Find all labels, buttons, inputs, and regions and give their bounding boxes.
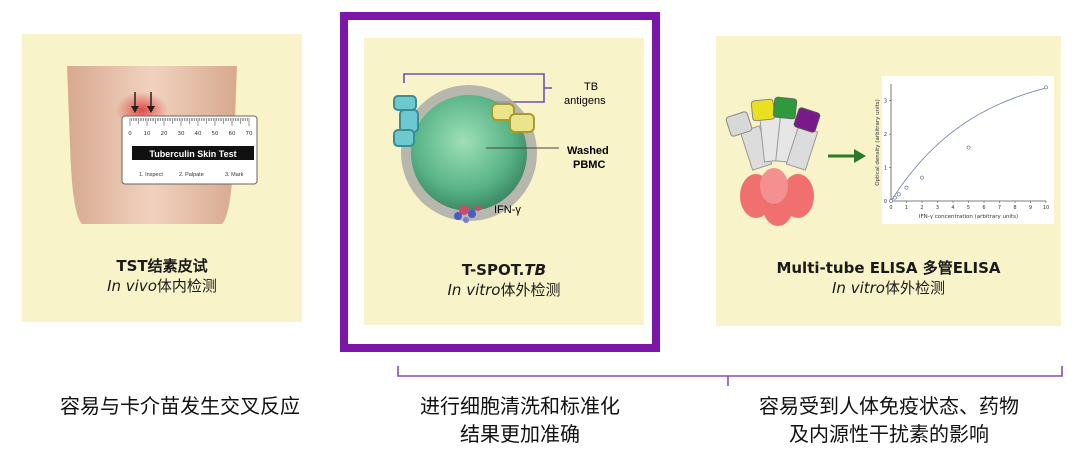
panel-tspot-title-italic: TB [524, 261, 547, 279]
x-tick-label: 8 [1013, 205, 1016, 211]
panel-tst-subtitle: 体内检测 [156, 277, 217, 295]
y-tick-label: 1 [884, 166, 887, 172]
x-tick-label: 10 [1043, 205, 1049, 211]
ruler-number: 70 [246, 131, 253, 137]
ruler-numbers: 0 10 20 30 40 50 60 70 [128, 131, 253, 137]
panel-tst-caption: TST结素皮试 In vivo体内检测 [22, 256, 302, 296]
ruler-number: 50 [212, 131, 219, 137]
ruler-number: 30 [178, 131, 185, 137]
x-tick-label: 2 [920, 205, 923, 211]
label-ifn: IFN-γ [494, 204, 521, 216]
x-tick-label: 9 [1029, 205, 1032, 211]
y-tick-label: 0 [884, 199, 887, 205]
x-tick-label: 3 [936, 205, 939, 211]
arrow-icon [131, 92, 155, 113]
elisa-tubes [725, 96, 821, 226]
label-tb: TB [584, 81, 598, 93]
y-tick-label: 2 [884, 132, 887, 138]
highlight-frame [340, 12, 660, 352]
bottom-text-tspot-line-2: 结果更加准确 [460, 422, 580, 446]
data-point [904, 185, 909, 190]
pbmc-cell [411, 95, 527, 211]
label-antigens: antigens [564, 95, 606, 107]
data-point [1044, 85, 1048, 90]
arrow-right-icon [828, 149, 866, 163]
data-point [966, 145, 971, 150]
x-tick-label: 4 [951, 205, 954, 211]
panel-tspot-subtitle: 体外检测 [500, 281, 561, 299]
yellow-antigen [491, 103, 535, 133]
chart-background [882, 76, 1054, 224]
ruler-step-1: 1. Inspect [139, 172, 163, 178]
ruler-number: 20 [161, 131, 168, 137]
panel-elisa-subtitle: 体外检测 [884, 279, 945, 297]
panel-tspot-caption: T-SPOT.TB In vitro体外检测 [364, 260, 644, 300]
bottom-text-tst: 容易与卡介苗发生交叉反应 [0, 392, 360, 420]
bottom-text-elisa-line-1: 容易受到人体免疫状态、药物 [759, 394, 1019, 418]
ruler-step-2: 2. Palpate [179, 172, 204, 178]
panel-elisa-caption: Multi-tube ELISA 多管ELISA In vitro体外检测 [716, 258, 1061, 298]
x-tick-label: 7 [998, 205, 1001, 211]
ruler-number: 0 [128, 131, 132, 137]
label-pbmc: PBMC [573, 159, 605, 171]
data-point [920, 175, 924, 180]
panel-tst-title: TST结素皮试 [116, 257, 208, 275]
panel-tspot: TB antigens Washed PBMC IFN-γ T-SPOT.TB … [364, 38, 644, 325]
y-axis-label: Optical density (arbitrary units) [875, 99, 881, 186]
bottom-text-elisa: 容易受到人体免疫状态、药物 及内源性干扰素的影响 [700, 392, 1078, 448]
panel-tst: 0 10 20 30 40 50 60 70 Tuberculin Skin Test 1. … [22, 34, 302, 322]
x-tick-label: 5 [967, 205, 970, 211]
ruler-step-3: 3. Mark [225, 172, 244, 178]
label-washed: Washed [567, 145, 609, 157]
ruler-number: 40 [195, 131, 202, 137]
bottom-text-tspot-line-1: 进行细胞清洗和标准化 [420, 394, 620, 418]
data-point [896, 192, 901, 197]
panel-tspot-subtitle-italic: In vitro [447, 281, 501, 299]
data-point [892, 195, 897, 200]
x-tick-label: 0 [889, 205, 892, 211]
fit-curve [890, 87, 1047, 202]
ifn-molecule [454, 205, 481, 223]
bottom-text-tspot: 进行细胞清洗和标准化 结果更加准确 [340, 392, 700, 448]
bottom-text-tst-line-1: 容易与卡介苗发生交叉反应 [60, 394, 300, 418]
ruler-ticks [129, 118, 250, 126]
ruler-label: Tuberculin Skin Test [149, 149, 236, 159]
y-tick-label: 3 [884, 99, 887, 105]
data-point [889, 199, 893, 203]
tst-illustration: 0 10 20 30 40 50 60 70 Tuberculin Skin Test 1. … [67, 66, 258, 224]
x-tick-label: 1 [905, 205, 908, 211]
panel-tst-subtitle-italic: In vivo [107, 277, 157, 295]
cyan-antigen [393, 95, 419, 147]
ruler-label-bar [132, 146, 254, 160]
panel-elisa-title: Multi-tube ELISA 多管ELISA [776, 259, 1001, 277]
panel-elisa-subtitle-italic: In vitro [832, 279, 885, 297]
x-axis-label: IFN-γ concentration (arbitrary units) [919, 214, 1018, 220]
tspot-illustration: TB antigens Washed PBMC IFN-γ [393, 73, 609, 223]
bottom-text-elisa-line-2: 及内源性干扰素的影响 [789, 422, 989, 446]
panel-tspot-title: T-SPOT. [461, 261, 525, 279]
ruler-number: 60 [229, 131, 236, 137]
x-tick-label: 6 [982, 205, 985, 211]
ruler-number: 10 [144, 131, 151, 137]
